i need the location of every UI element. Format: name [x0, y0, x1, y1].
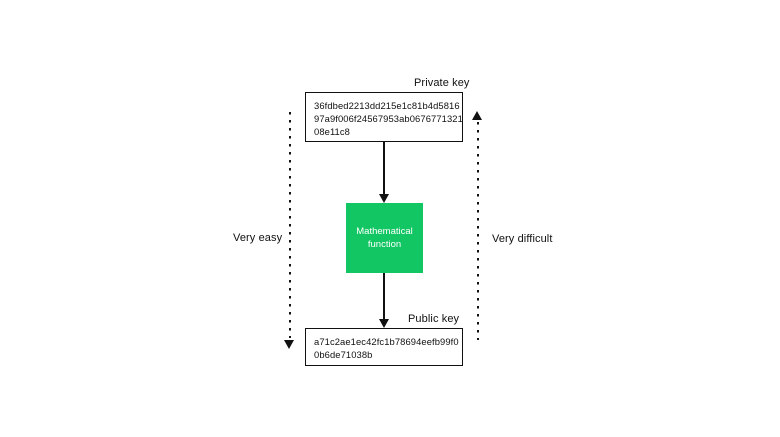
down-arrowhead-icon [379, 194, 389, 203]
mathematical-function-box: Mathematical function [346, 203, 423, 273]
very-easy-label: Very easy [233, 232, 283, 244]
private-key-box: 36fdbed2213dd215e1c81b4d5816 97a9f006f24… [305, 92, 463, 142]
dotted-line-easy [289, 112, 291, 338]
arrow-line-private-to-function [383, 142, 385, 195]
public-key-line-1: a71c2ae1ec42fc1b78694eefb99f0 [314, 336, 459, 347]
private-key-line-3: 08e11c8 [314, 126, 350, 137]
down-arrowhead-icon [284, 340, 294, 349]
private-key-line-2: 97a9f006f24567953ab0676771321 [314, 113, 463, 124]
public-key-box: a71c2ae1ec42fc1b78694eefb99f0 0b6de71038… [305, 328, 463, 366]
mathematical-function-label: Mathematical function [356, 226, 413, 250]
dotted-line-difficult [477, 122, 479, 340]
public-key-label: Public key [408, 313, 460, 325]
private-key-label: Private key [414, 77, 470, 89]
down-arrowhead-icon [379, 319, 389, 328]
arrow-line-function-to-public [383, 273, 385, 320]
public-key-line-2: 0b6de71038b [314, 349, 373, 360]
up-arrowhead-icon [472, 111, 482, 120]
private-key-line-1: 36fdbed2213dd215e1c81b4d5816 [314, 100, 460, 111]
very-difficult-label: Very difficult [492, 233, 553, 245]
